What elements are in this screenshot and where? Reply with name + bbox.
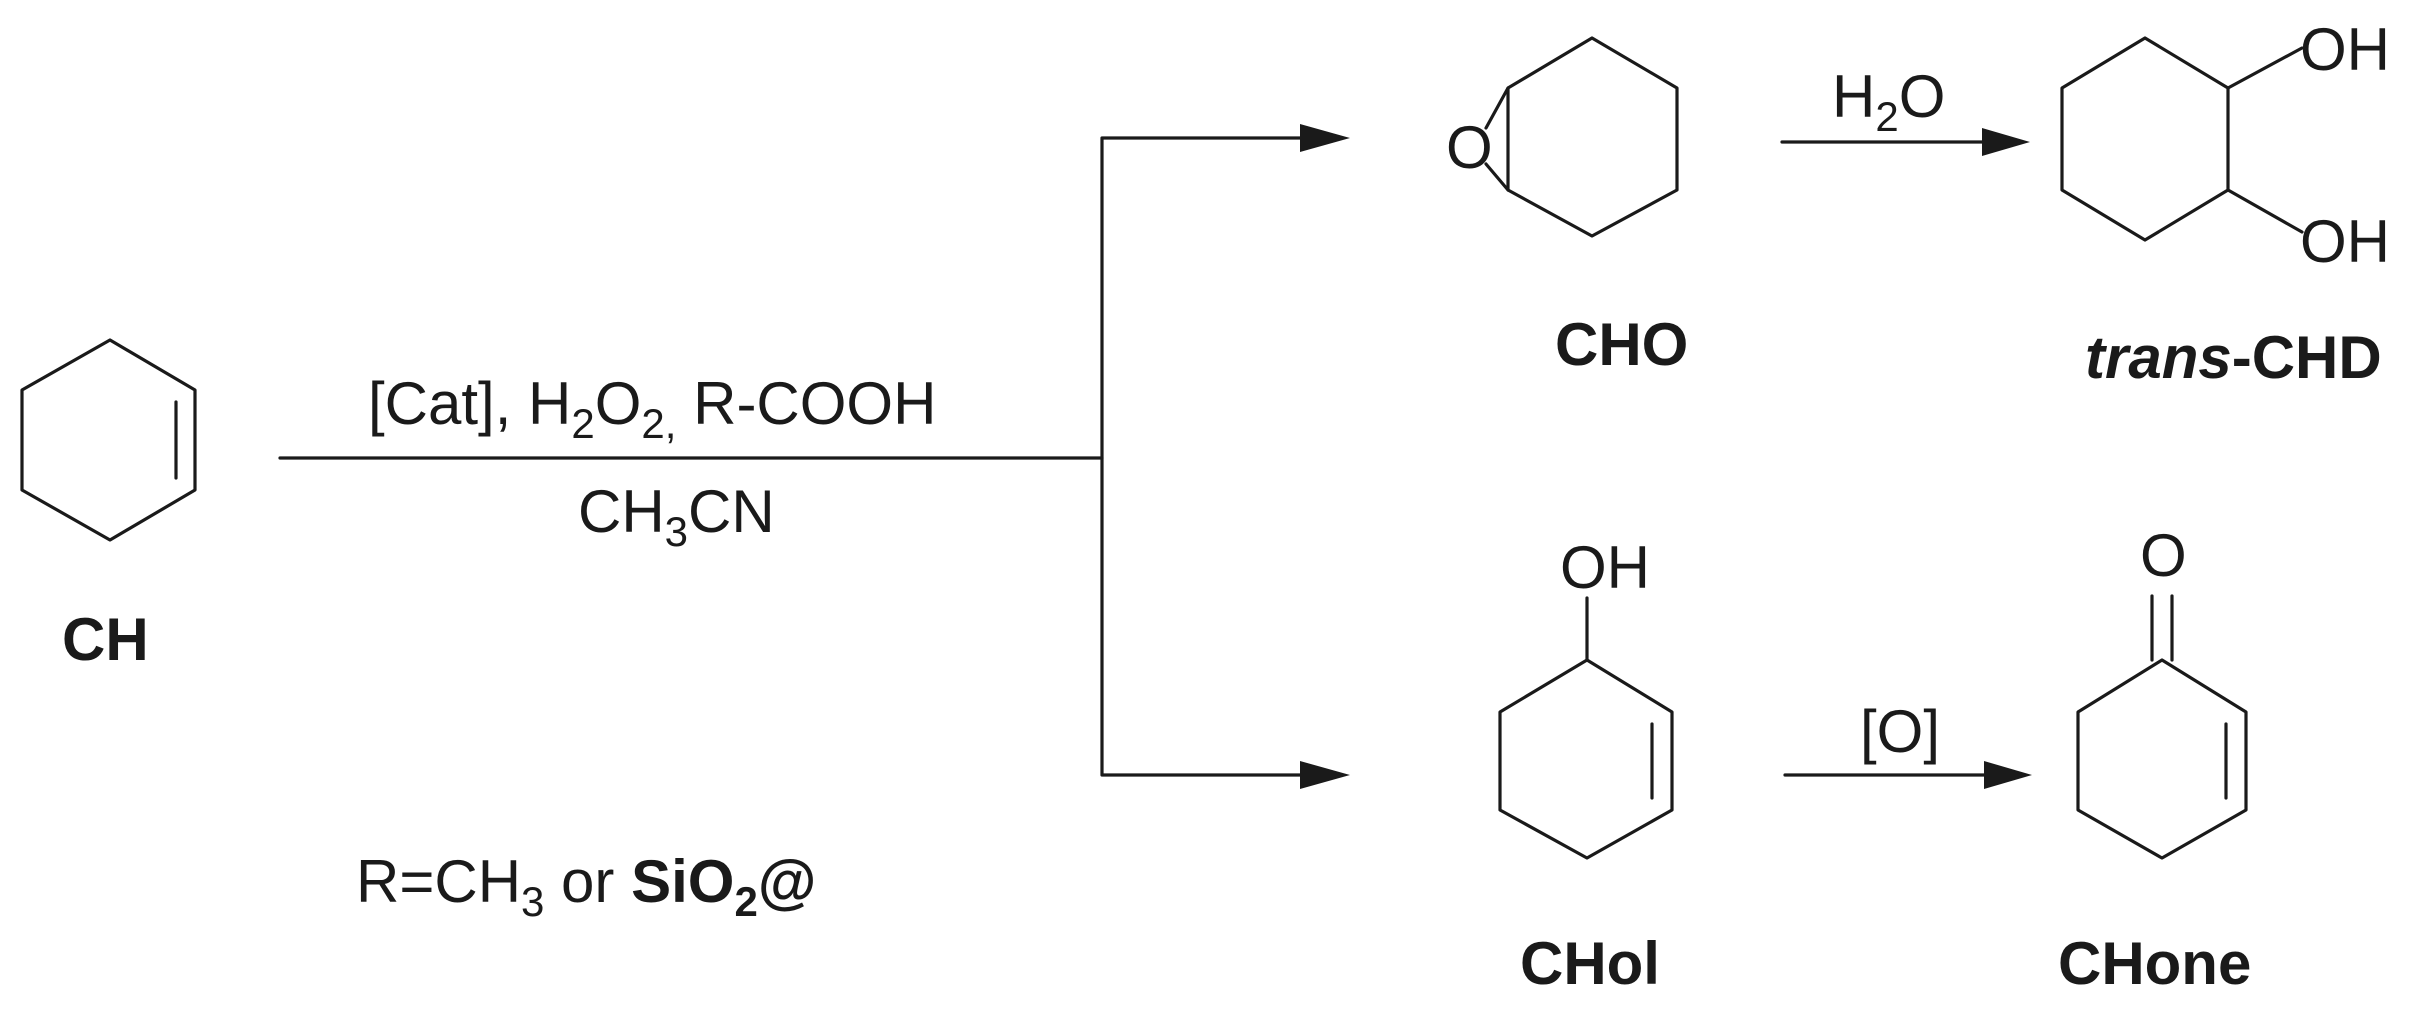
cyclohexene-structure <box>20 338 197 542</box>
cyclohexenol-structure <box>1498 596 1674 860</box>
hydroxyl-top: OH <box>2300 16 2390 83</box>
chone-oxygen: O <box>2140 522 2187 589</box>
hydroxyl-bottom: OH <box>2300 208 2390 275</box>
arrow-oxidation-head <box>1984 761 2032 789</box>
label-ch: CH <box>62 606 149 673</box>
label-chone: CHone <box>2058 930 2251 997</box>
arrow-hydrolysis-head <box>1982 128 2030 156</box>
trans-chd-structure <box>2060 36 2304 242</box>
r-group-note: R=CH3 or SiO2@ <box>356 848 816 925</box>
water-reagent: H2O <box>1832 63 1945 140</box>
chol-hydroxyl: OH <box>1560 534 1650 601</box>
arrowhead-to-cho <box>1300 124 1350 152</box>
label-chol: CHol <box>1520 930 1660 997</box>
branch-connector <box>1100 136 1302 777</box>
reaction-conditions: [Cat], H2O2, R-COOH <box>368 370 936 447</box>
cyclohexene-oxide-structure <box>1484 36 1679 238</box>
label-trans-chd: trans-CHD <box>2085 324 2382 391</box>
arrowhead-to-chol <box>1300 761 1350 789</box>
epoxide-oxygen: O <box>1446 114 1493 181</box>
cyclohexenone-structure <box>2076 594 2248 860</box>
reaction-solvent: CH3CN <box>578 478 775 555</box>
oxidant-reagent: [O] <box>1860 698 1940 765</box>
label-cho: CHO <box>1555 311 1688 378</box>
